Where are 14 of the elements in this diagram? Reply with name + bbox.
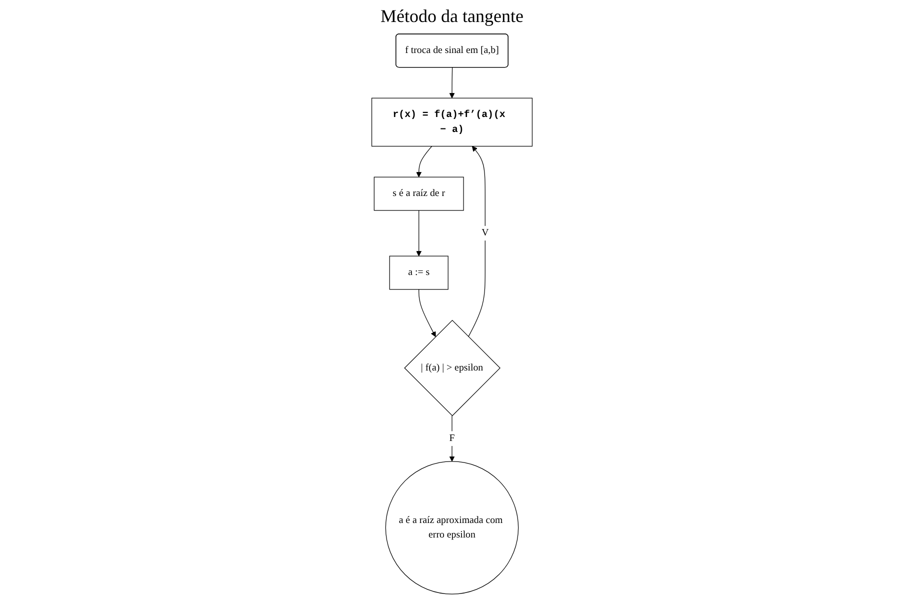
arrow [416, 210, 422, 256]
diagram-title: Método da tangente [380, 6, 524, 27]
node-box: r(x) = f(a)+f’(a)(x − a) [371, 98, 533, 147]
node-circle: a é a raíz aproximada com erro epsilon [385, 461, 519, 594]
node-box: a := s [389, 256, 448, 290]
arrow [449, 67, 455, 98]
arrow [449, 415, 455, 462]
node-box: s é a raíz de r [374, 176, 464, 211]
arrow [468, 146, 486, 337]
edge-label: V [482, 228, 489, 238]
arrow [416, 146, 432, 178]
edge-label: F [449, 433, 455, 444]
arrow [418, 289, 436, 337]
node-diamond: | f(a) | > epsilon [404, 320, 500, 416]
